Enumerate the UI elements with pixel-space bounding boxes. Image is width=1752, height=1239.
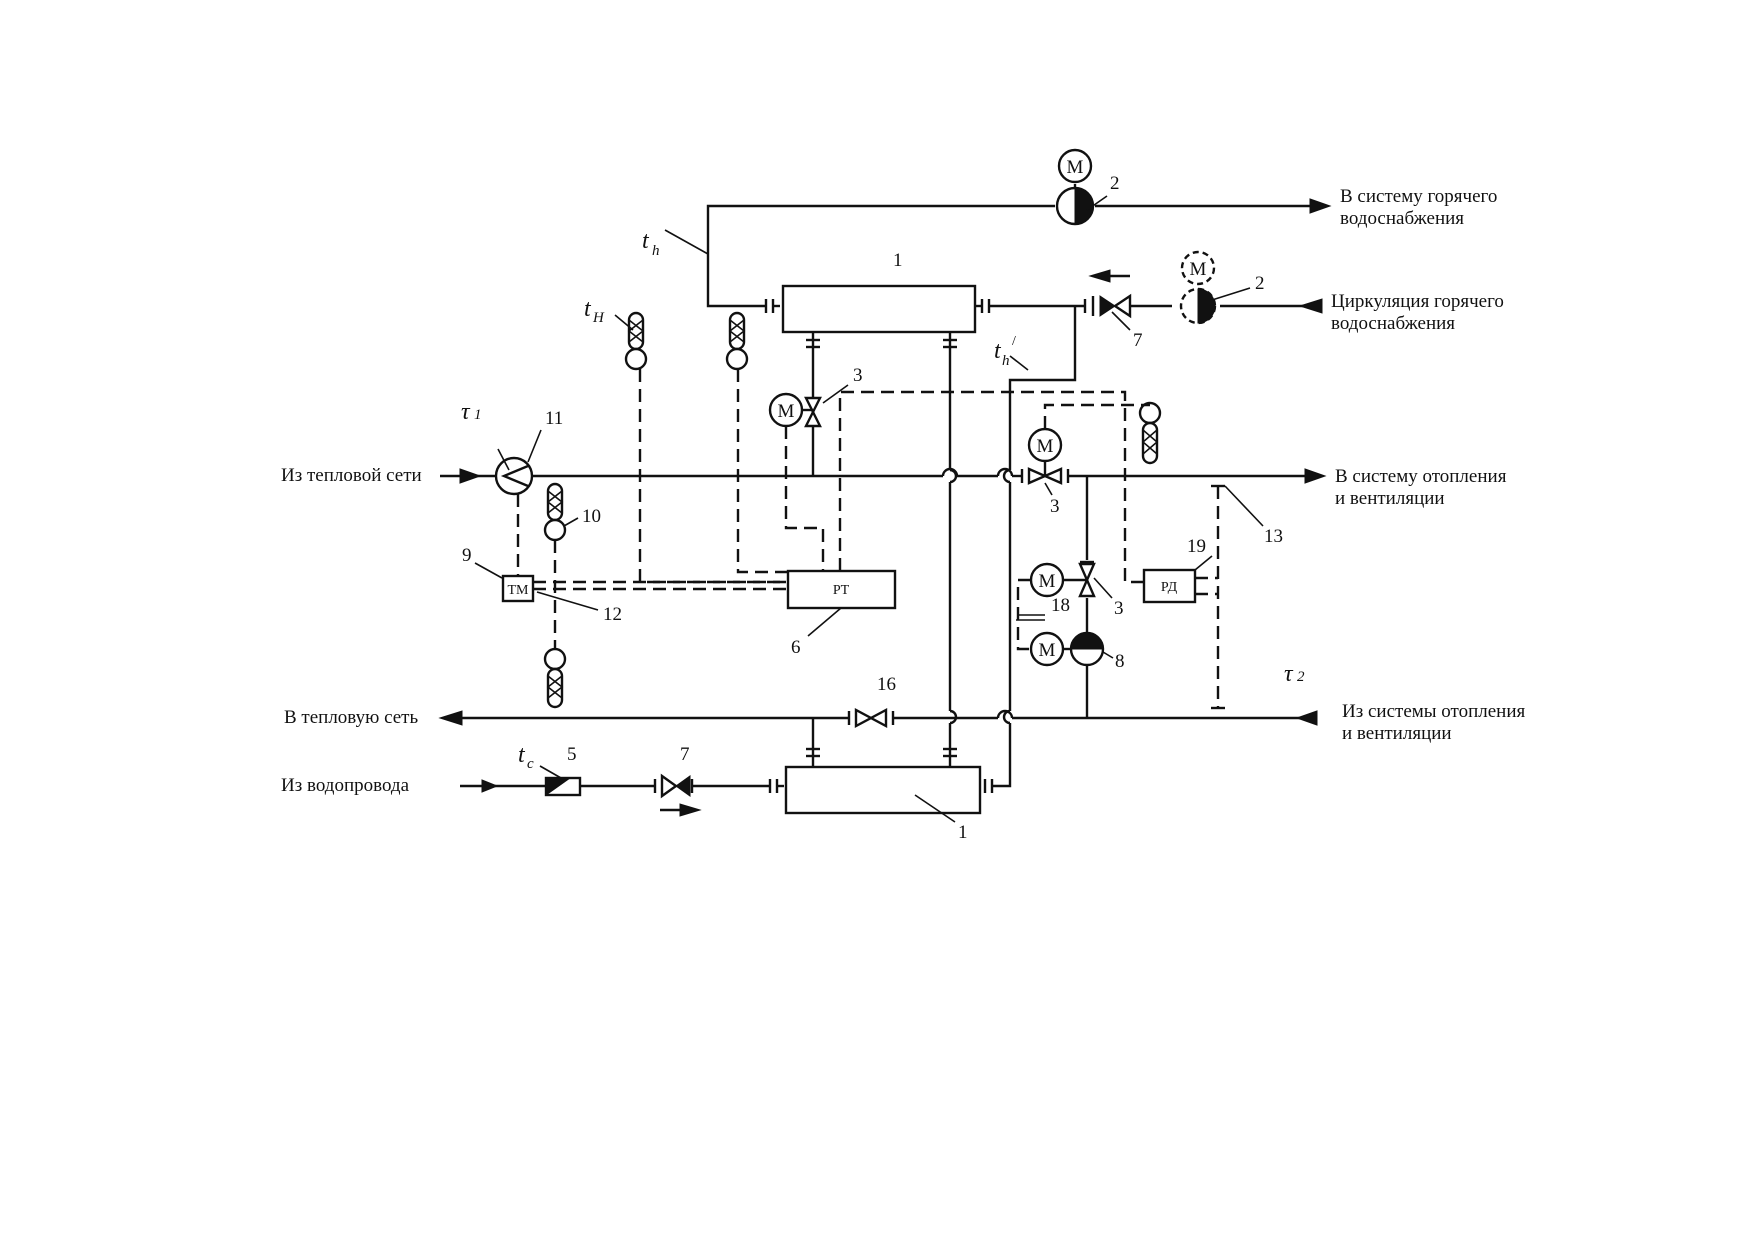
signal-lines	[516, 369, 1225, 710]
control-valve-mixing-icon: M	[1029, 562, 1096, 598]
pump-mixing-icon: M	[1029, 631, 1105, 667]
check-valve-circulation-icon	[1088, 269, 1132, 319]
controller-rd-box	[1142, 568, 1197, 604]
num-19: 19	[1187, 536, 1206, 557]
num-7-top: 7	[1133, 330, 1143, 351]
motor-label: M	[778, 401, 795, 422]
num-10: 10	[582, 506, 601, 527]
label-to-heating-1: В систему отопления	[1335, 466, 1507, 487]
num-9: 9	[462, 545, 472, 566]
controller-rd-label: РД	[1161, 580, 1178, 595]
symbol-tH: t	[584, 296, 592, 322]
heat-exchanger-upper	[781, 284, 977, 334]
label-hot-water-out-1: В систему горячего	[1340, 186, 1497, 207]
symbol-tau2-sub: 2	[1297, 669, 1305, 685]
exchanger-connections	[806, 332, 958, 767]
temperature-sensor-heating-icon	[1138, 401, 1162, 465]
symbol-th-sub: h	[652, 243, 660, 259]
label-from-heating-2: и вентиляции	[1342, 723, 1452, 744]
check-valve-cold-water-icon	[653, 773, 702, 817]
num-2-top: 2	[1110, 173, 1120, 194]
num-12: 12	[603, 604, 622, 625]
motor-label: M	[1037, 436, 1054, 457]
heat-exchanger-lower	[784, 765, 982, 815]
motor-label: M	[1039, 640, 1056, 661]
controller-pt-box	[786, 569, 897, 610]
symbol-tH-sub: H	[592, 310, 605, 326]
circulation-pipe	[970, 298, 1323, 793]
control-valve-top-icon: M	[768, 392, 822, 428]
supply-pipe	[440, 467, 1327, 484]
num-16: 16	[877, 674, 896, 695]
label-to-network: В тепловую сеть	[284, 707, 418, 728]
motor-label: M	[1039, 571, 1056, 592]
symbol-tau1-sub: 1	[474, 407, 482, 423]
num-5: 5	[567, 744, 577, 765]
label-circulation-2: водоснабжения	[1331, 313, 1455, 334]
label-circulation-1: Циркуляция горячего	[1331, 291, 1504, 312]
num-3-mid: 3	[1050, 496, 1060, 517]
motor-label: M	[1190, 259, 1207, 280]
num-13: 13	[1264, 526, 1283, 547]
temperature-sensor-outdoor-icon	[624, 311, 648, 371]
symbol-tau2: τ	[1284, 661, 1294, 687]
temperature-sensor-supply-icon	[543, 482, 567, 542]
cold-water-pipe	[460, 779, 784, 793]
symbol-tau1: τ	[461, 399, 471, 425]
num-2-right: 2	[1255, 273, 1265, 294]
controller-pt-label: PT	[833, 583, 850, 598]
heat-meter-icon	[494, 456, 534, 496]
motor-label: M	[1067, 157, 1084, 178]
leader-lines	[474, 195, 1264, 823]
num-18: 18	[1051, 595, 1070, 616]
mixing-branch	[1080, 476, 1094, 718]
label-from-water-main: Из водопровода	[281, 775, 410, 796]
return-pipe	[438, 709, 1318, 726]
symbol-tc: t	[518, 742, 526, 768]
temperature-sensor-hot-water-icon	[725, 311, 749, 371]
hot-water-pipe	[706, 198, 1332, 313]
num-3-right: 3	[1114, 598, 1124, 619]
symbol-th: t	[642, 228, 650, 254]
temperature-sensor-return-icon	[543, 647, 567, 709]
num-6: 6	[791, 637, 801, 658]
label-to-heating-2: и вентиляции	[1335, 488, 1445, 509]
label-hot-water-out-2: водоснабжения	[1340, 208, 1464, 229]
num-1-top: 1	[893, 250, 903, 271]
num-3-top: 3	[853, 365, 863, 386]
symbol-th-prime-sup: /	[1012, 334, 1016, 349]
shutoff-valve-16-icon	[847, 708, 895, 728]
label-from-heating-1: Из системы отопления	[1342, 701, 1526, 722]
symbol-tc-sub: c	[527, 756, 534, 772]
num-7-bottom: 7	[680, 744, 690, 765]
label-from-network: Из тепловой сети	[281, 465, 422, 486]
pump-circulation-icon: M	[1179, 250, 1217, 325]
filter-icon	[544, 776, 582, 797]
num-1-bottom: 1	[958, 822, 968, 843]
control-valve-supply-icon: M	[1020, 427, 1070, 485]
symbol-th-prime-sub: h	[1002, 353, 1010, 369]
num-11: 11	[545, 408, 563, 429]
controller-tm-label: TM	[508, 583, 530, 598]
symbol-th-prime: t	[994, 338, 1002, 364]
pump-hot-water-icon: M	[1055, 148, 1095, 226]
num-8: 8	[1115, 651, 1125, 672]
